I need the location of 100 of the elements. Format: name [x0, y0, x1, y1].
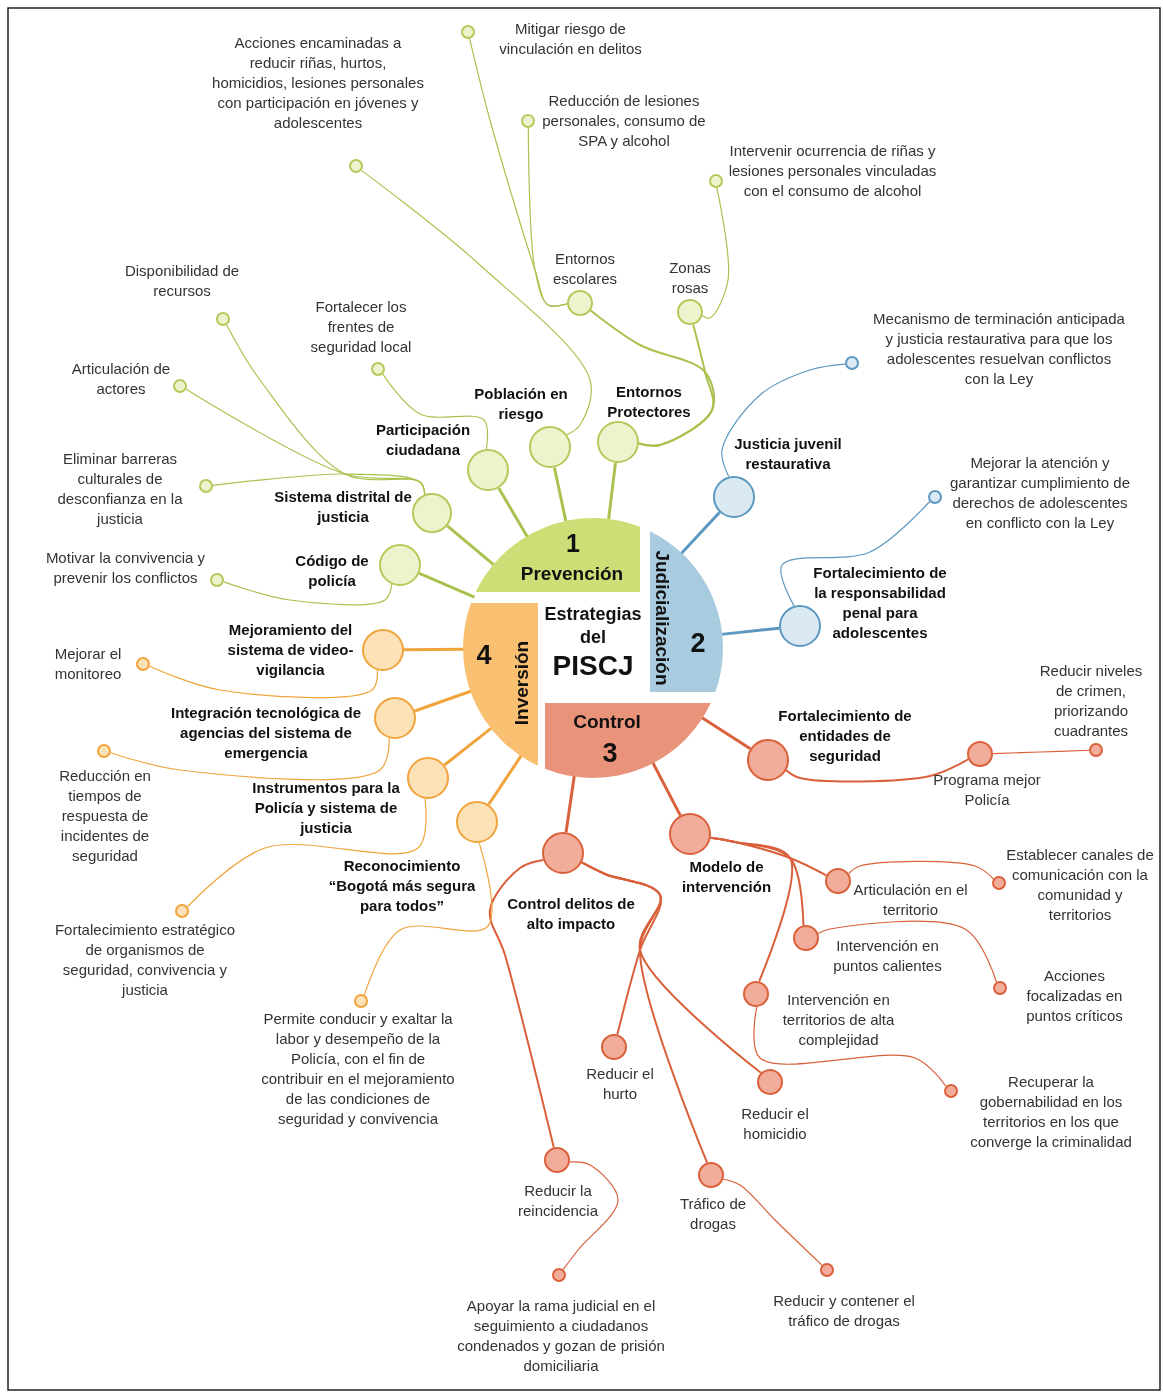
branch-circle [713, 476, 755, 518]
leaf-label: Intervención en territorios de alta complejidad [781, 990, 896, 1050]
branch-label: Sistema distrital de justicia [273, 487, 413, 527]
leaf-circle [677, 299, 703, 325]
leaf-label: Articulación en el territorio [852, 880, 969, 920]
leaf-circle [349, 159, 363, 173]
leaf-circle [992, 876, 1006, 890]
leaf-circle [461, 25, 475, 39]
connector-line [607, 462, 617, 521]
leaf-circle [199, 479, 213, 493]
connector-line [187, 798, 427, 908]
connector-line [223, 581, 393, 606]
branch-circle [747, 739, 789, 781]
segment-number: 2 [690, 629, 706, 657]
branch-circle [669, 813, 711, 855]
leaf-circle [698, 1162, 724, 1188]
branch-label: Código de policía [294, 551, 370, 591]
leaf-circle [757, 1069, 783, 1095]
leaf-circle [993, 981, 1007, 995]
leaf-label: Reducir el homicidio [740, 1104, 810, 1144]
connector-line [562, 1161, 619, 1271]
branch-circle [362, 629, 404, 671]
leaf-label: Acciones focalizadas en puntos críticos [1025, 966, 1124, 1026]
connector-line [527, 127, 568, 307]
leaf-label: Permite conducir y exaltar la labor y desempeño de la Policía, con el fin de contribuir en el mejoramiento de las condiciones de seguridad y convivencia [260, 1009, 456, 1129]
branch-circle [779, 605, 821, 647]
segment-number: 1 [566, 530, 580, 556]
leaf-label: Mejorar el monitoreo [53, 644, 123, 684]
leaf-circle [845, 356, 859, 370]
branch-circle [542, 832, 584, 874]
branch-label: Modelo de intervención [680, 857, 773, 897]
leaf-circle [136, 657, 150, 671]
connector-line [785, 758, 970, 783]
quadrant-segment [463, 603, 538, 765]
connector-line [418, 571, 476, 599]
leaf-label: Articulación de actores [70, 359, 172, 399]
connector-line [817, 920, 998, 983]
leaf-circle [175, 904, 189, 918]
leaf-label: Reducción en tiempos de respuesta de incidentes de seguridad [58, 766, 152, 866]
branch-circle [597, 421, 639, 463]
connector-line [497, 487, 529, 538]
leaf-circle [793, 925, 819, 951]
segment-title: Inversión [511, 640, 531, 726]
leaf-label: Reducir y contener el tráfico de drogas [772, 1291, 916, 1331]
branch-label: Población en riesgo [473, 384, 569, 424]
leaf-circle [825, 868, 851, 894]
connector-line [360, 169, 592, 436]
connector-line [679, 511, 721, 555]
connector-line [446, 524, 496, 567]
leaf-label: Fortalecer los frentes de seguridad local [309, 297, 413, 357]
leaf-label: Zonas rosas [668, 258, 712, 298]
branch-label: Fortalecimiento de entidades de seguridad [777, 706, 913, 766]
connector-line [212, 473, 426, 495]
leaf-circle [944, 1084, 958, 1098]
connector-line [404, 647, 465, 652]
leaf-label: Motivar la convivencia y prevenir los conflictos [44, 548, 207, 588]
connector-line [753, 1006, 947, 1087]
center-acronym: PISCJ [551, 649, 635, 683]
branch-label: Fortalecimiento de la responsabilidad penal para adolescentes [812, 563, 948, 643]
branch-label: Participación ciudadana [374, 420, 472, 460]
leaf-label: Recuperar la gobernabilidad en los territorios en los que converge la criminalidad [969, 1072, 1133, 1152]
segment-number: 3 [602, 739, 618, 767]
leaf-circle [743, 981, 769, 1007]
leaf-circle [709, 174, 723, 188]
connector-line [488, 858, 555, 1149]
leaf-label: Mecanismo de terminación anticipada y justicia restaurativa para que los adolescentes resuelvan conflictos con la Ley [873, 309, 1125, 389]
branch-circle [456, 801, 498, 843]
leaf-circle [967, 741, 993, 767]
branch-circle [379, 544, 421, 586]
connector-line [552, 467, 568, 523]
branch-circle [529, 426, 571, 468]
branch-label: Control delitos de alto impacto [506, 894, 636, 934]
leaf-label: Intervenir ocurrencia de riñas y lesiones personales vinculadas con el consumo de alcohol [727, 141, 938, 201]
leaf-label: Intervención en puntos calientes [832, 936, 943, 976]
connector-line [701, 187, 730, 319]
connector-line [780, 500, 931, 607]
leaf-circle [210, 573, 224, 587]
connector-line [363, 842, 493, 996]
connector-line [580, 861, 709, 1164]
branch-label: Reconocimiento “Bogotá más segura para todos” [327, 856, 477, 916]
branch-label: Entornos Protectores [606, 382, 692, 422]
leaf-label: Reducir niveles de crimen, priorizando cuadrantes [1038, 661, 1144, 741]
connector-line [992, 749, 1090, 755]
leaf-circle [354, 994, 368, 1008]
connector-line [721, 626, 780, 636]
leaf-label: Programa mejor Policía [932, 770, 1042, 810]
connector-line [651, 761, 682, 817]
connector-line [700, 716, 752, 750]
connector-line [848, 860, 994, 880]
leaf-circle [371, 362, 385, 376]
segment-title: Prevención [520, 563, 624, 583]
segment-title: Judicialización [652, 550, 672, 686]
leaf-circle [1089, 743, 1103, 757]
leaf-label: Disponibilidad de recursos [123, 261, 241, 301]
leaf-label: Tráfico de drogas [678, 1194, 748, 1234]
leaf-circle [928, 490, 942, 504]
connector-line [487, 754, 523, 806]
branch-label: Instrumentos para la Policía y sistema de justicia [251, 778, 401, 838]
leaf-label: Reducción de lesiones personales, consumo de SPA y alcohol [541, 91, 707, 151]
quadrant-segment [475, 517, 640, 592]
